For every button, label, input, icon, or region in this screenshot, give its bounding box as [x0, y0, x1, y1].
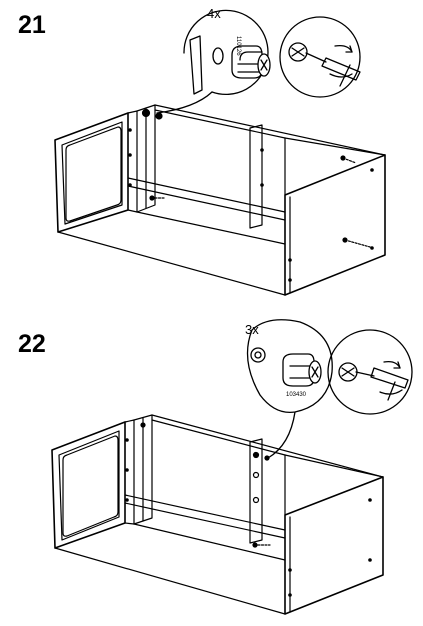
step-22-part-code: 103430 — [286, 392, 307, 398]
step-21-quantity: 4x — [207, 6, 221, 21]
step-21-callout-cam-lock — [156, 9, 271, 114]
step-22-callout-screwdriver — [327, 329, 413, 415]
step-21-frame-drawing — [54, 104, 386, 296]
step-22-frame-drawing — [51, 414, 384, 615]
step-22-number: 22 — [18, 330, 46, 358]
step-21-number: 21 — [18, 11, 46, 39]
step-22-quantity: 3x — [245, 322, 259, 337]
step-22-callout-cam-lock — [246, 319, 333, 459]
step-21-callout-screwdriver — [279, 16, 361, 98]
